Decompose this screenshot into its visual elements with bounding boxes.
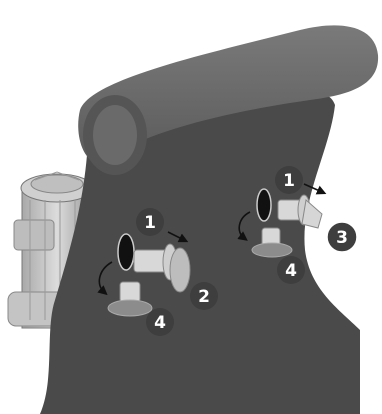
svg-text:4: 4 bbox=[154, 313, 166, 333]
svg-text:1: 1 bbox=[144, 213, 156, 233]
callout-2: 2 bbox=[190, 282, 218, 310]
callout-1-right: 1 bbox=[275, 166, 303, 194]
callout-1-left: 1 bbox=[136, 208, 164, 236]
svg-text:4: 4 bbox=[285, 261, 297, 281]
callout-4-right: 4 bbox=[277, 256, 305, 284]
callout-4-left: 4 bbox=[146, 308, 174, 336]
svg-text:2: 2 bbox=[198, 287, 210, 307]
callout-3: 3 bbox=[327, 222, 357, 252]
svg-text:1: 1 bbox=[283, 171, 295, 191]
svg-text:3: 3 bbox=[336, 228, 348, 248]
